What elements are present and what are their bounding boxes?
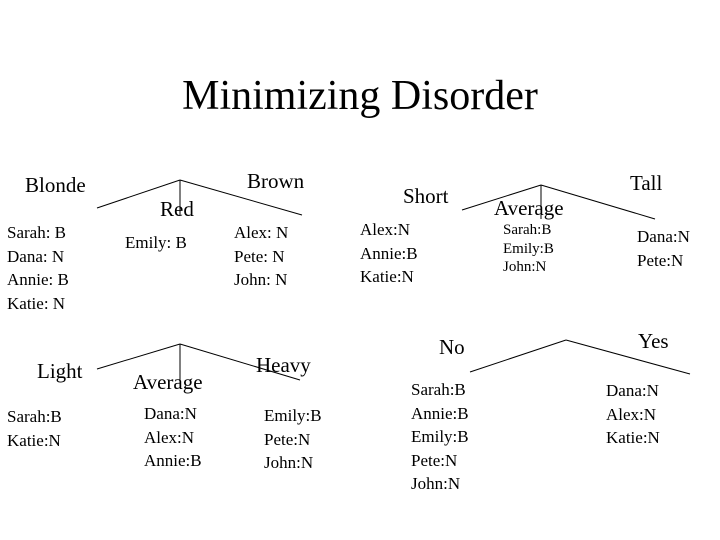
- branch-line-tall: [540, 184, 656, 220]
- branch-label-yes: Yes: [638, 329, 669, 353]
- leaf-list-short: Alex:N Annie:B Katie:N: [360, 220, 418, 286]
- branch-line-brown: [179, 179, 303, 216]
- leaf-list-average-weight: Dana:N Alex:N Annie:B: [144, 404, 202, 470]
- leaf-list-average-height: Sarah:B Emily:B John:N: [503, 222, 554, 275]
- leaf-list-no: Sarah:B Annie:B Emily:B Pete:N John:N: [411, 380, 469, 493]
- leaf-list-red: Emily: B: [125, 233, 187, 252]
- branch-line-short: [461, 184, 542, 211]
- branch-line-yes: [565, 339, 691, 375]
- branch-line-light: [96, 343, 181, 370]
- branch-label-no: No: [439, 335, 465, 359]
- branch-label-blonde: Blonde: [25, 173, 86, 197]
- branch-label-short: Short: [403, 184, 449, 208]
- branch-label-average-weight: Average: [133, 370, 203, 394]
- leaf-list-heavy: Emily:B Pete:N John:N: [264, 406, 322, 472]
- branch-line-heavy: [179, 343, 301, 381]
- leaf-list-light: Sarah:B Katie:N: [7, 407, 62, 450]
- leaf-list-tall: Dana:N Pete:N: [637, 227, 690, 270]
- leaf-list-yes: Dana:N Alex:N Katie:N: [606, 381, 660, 447]
- branch-line-blonde: [96, 179, 181, 209]
- branch-label-light: Light: [37, 359, 83, 383]
- branch-label-heavy: Heavy: [256, 353, 311, 377]
- leaf-list-brown: Alex: N Pete: N John: N: [234, 223, 289, 289]
- branch-label-average-height: Average: [494, 196, 564, 220]
- branch-line-no: [469, 339, 567, 373]
- branch-label-red: Red: [160, 197, 194, 221]
- slide-title: Minimizing Disorder: [182, 73, 538, 119]
- branch-label-tall: Tall: [630, 171, 663, 195]
- leaf-list-blonde: Sarah: B Dana: N Annie: B Katie: N: [7, 223, 69, 313]
- branch-label-brown: Brown: [247, 169, 305, 193]
